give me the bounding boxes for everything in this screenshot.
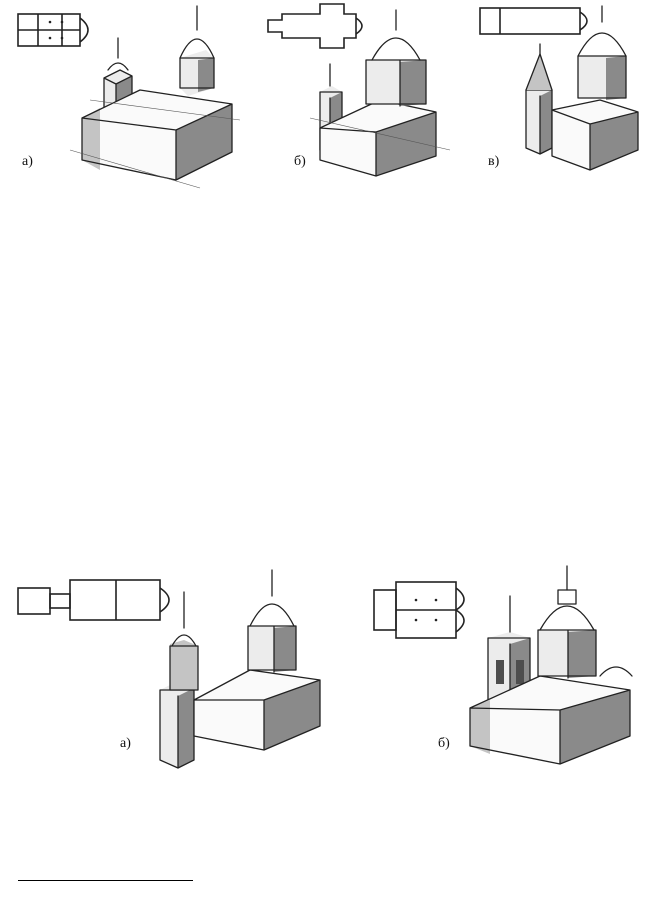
figure-label-bottom-b: б) [438, 736, 450, 751]
church-drawing-bottom-a: а) [0, 560, 340, 780]
church-sketch-hall-icon [479, 5, 639, 171]
figure-label-top-a: а) [22, 154, 33, 169]
church-sketch-cruciform-icon [267, 3, 451, 177]
church-sketch-longitudinal-icon [17, 569, 321, 769]
figure-label-top-b: б) [294, 154, 306, 169]
figure-label-bottom-a: а) [120, 736, 131, 751]
church-drawing-bottom-b: б) [360, 560, 650, 780]
figure-label-top-c: в) [488, 154, 500, 169]
church-sketch-basilica-icon [17, 5, 241, 189]
floor-plan-bottom-b [373, 581, 465, 639]
floor-plan-top-b [267, 3, 363, 49]
church-sketch-centric-icon [373, 565, 633, 765]
floor-plan-bottom-a [17, 579, 170, 621]
floor-plan-top-c [479, 7, 588, 35]
church-drawing-top-c: в) [460, 0, 650, 190]
floor-plan-top-a [17, 13, 89, 47]
footnote-separator [18, 880, 193, 881]
church-drawing-top-b: б) [260, 0, 460, 190]
church-drawing-top-a: а) [0, 0, 260, 190]
